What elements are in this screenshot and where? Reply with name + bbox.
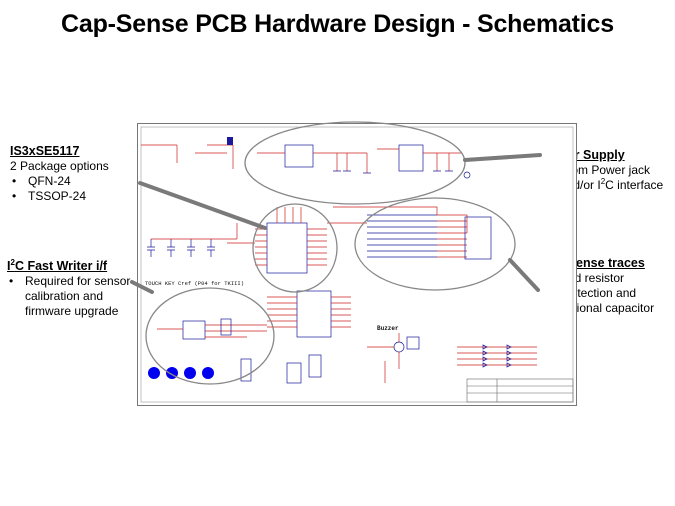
item-sup: 2 <box>600 177 606 186</box>
cap-leader-line <box>508 258 540 292</box>
bus-wires <box>327 206 438 224</box>
cap-symbols <box>147 239 215 257</box>
buzzer-symbol <box>406 336 420 350</box>
touch-key-label: TOUCH KEY Cref (P04 for TKIII) <box>145 280 244 287</box>
ic-symbol-qfn <box>266 222 308 274</box>
writer-leader-line <box>130 280 154 294</box>
regulator-symbol <box>284 144 314 168</box>
writer-wires <box>157 324 267 338</box>
ic-pins <box>255 228 327 266</box>
ic-top-pins <box>276 207 302 223</box>
bottom-connectors <box>240 354 322 384</box>
decoupling-caps <box>147 223 255 257</box>
ic-block <box>255 207 351 338</box>
tssop-pins <box>267 296 351 328</box>
callout-writer-list: Required for sensor calibration and firm… <box>7 274 132 319</box>
power-leader-line <box>463 153 542 162</box>
title-block <box>466 378 574 403</box>
power-wires <box>257 148 462 173</box>
heading-part: I <box>7 259 11 273</box>
callout-writer-heading: I2C Fast Writer i/f <box>7 257 132 274</box>
callout-ic-list: QFN-24 TSSOP-24 <box>10 174 135 204</box>
test-point <box>463 171 471 179</box>
capacitor-marks <box>333 170 453 174</box>
callout-ic-item: TSSOP-24 <box>10 189 135 204</box>
touch-pad <box>148 367 160 379</box>
cap-traces-highlight <box>354 197 516 291</box>
touch-pad <box>184 367 196 379</box>
mcu-connector <box>286 362 302 384</box>
power-supply-highlight <box>244 121 466 205</box>
heading-sup: 2 <box>10 257 15 267</box>
callout-ic-subtext: 2 Package options <box>10 159 109 173</box>
page-title: Cap-Sense PCB Hardware Design - Schemati… <box>61 10 614 38</box>
jack-symbol <box>227 137 233 145</box>
title-block-frame <box>466 378 574 403</box>
power-supply-block <box>141 137 471 179</box>
writer-highlight <box>145 287 275 385</box>
regulator-symbol <box>398 144 424 172</box>
led-symbols <box>482 344 512 368</box>
resistor-row <box>367 214 437 258</box>
touch-pads <box>148 367 214 379</box>
led-block <box>457 344 537 368</box>
ic-leader-line <box>138 181 267 230</box>
schematic-inner-frame <box>140 126 574 403</box>
schematic-frame <box>137 123 577 406</box>
buzzer-label: Buzzer <box>377 325 399 332</box>
item-part: C interface <box>605 178 664 192</box>
mcu-connector <box>308 354 322 378</box>
buzzer-block: Buzzer <box>367 325 420 383</box>
heading-part: C Fast Writer i/f <box>14 259 108 273</box>
ic-symbol-tssop <box>296 290 332 338</box>
callout-ic-package: IS3xSE5117 2 Package options QFN-24 TSSO… <box>10 144 135 204</box>
cap-wires <box>151 223 255 244</box>
callout-ic-item: QFN-24 <box>10 174 135 189</box>
writer-header-symbol <box>182 320 206 340</box>
ic-highlight <box>252 203 338 293</box>
connector-small <box>240 358 252 382</box>
callout-writer-item: Required for sensor calibration and firm… <box>7 274 132 319</box>
buzzer-wires <box>367 333 400 383</box>
schematic-drawing: TOUCH KEY Cref (P04 for TKIII) Buzzer <box>137 123 577 406</box>
title-block-lines <box>467 379 573 402</box>
trace-wires <box>437 214 468 258</box>
connector-symbol <box>464 216 492 260</box>
led-wires <box>457 346 537 366</box>
writer-block: TOUCH KEY Cref (P04 for TKIII) <box>145 280 267 340</box>
writer-resistors <box>220 318 232 336</box>
callout-ic-heading: IS3xSE5117 <box>10 144 80 158</box>
touch-pad <box>202 367 214 379</box>
callout-i2c-writer: I2C Fast Writer i/f Required for sensor … <box>7 257 132 319</box>
input-wires <box>141 144 234 169</box>
cap-sense-traces <box>327 206 492 260</box>
